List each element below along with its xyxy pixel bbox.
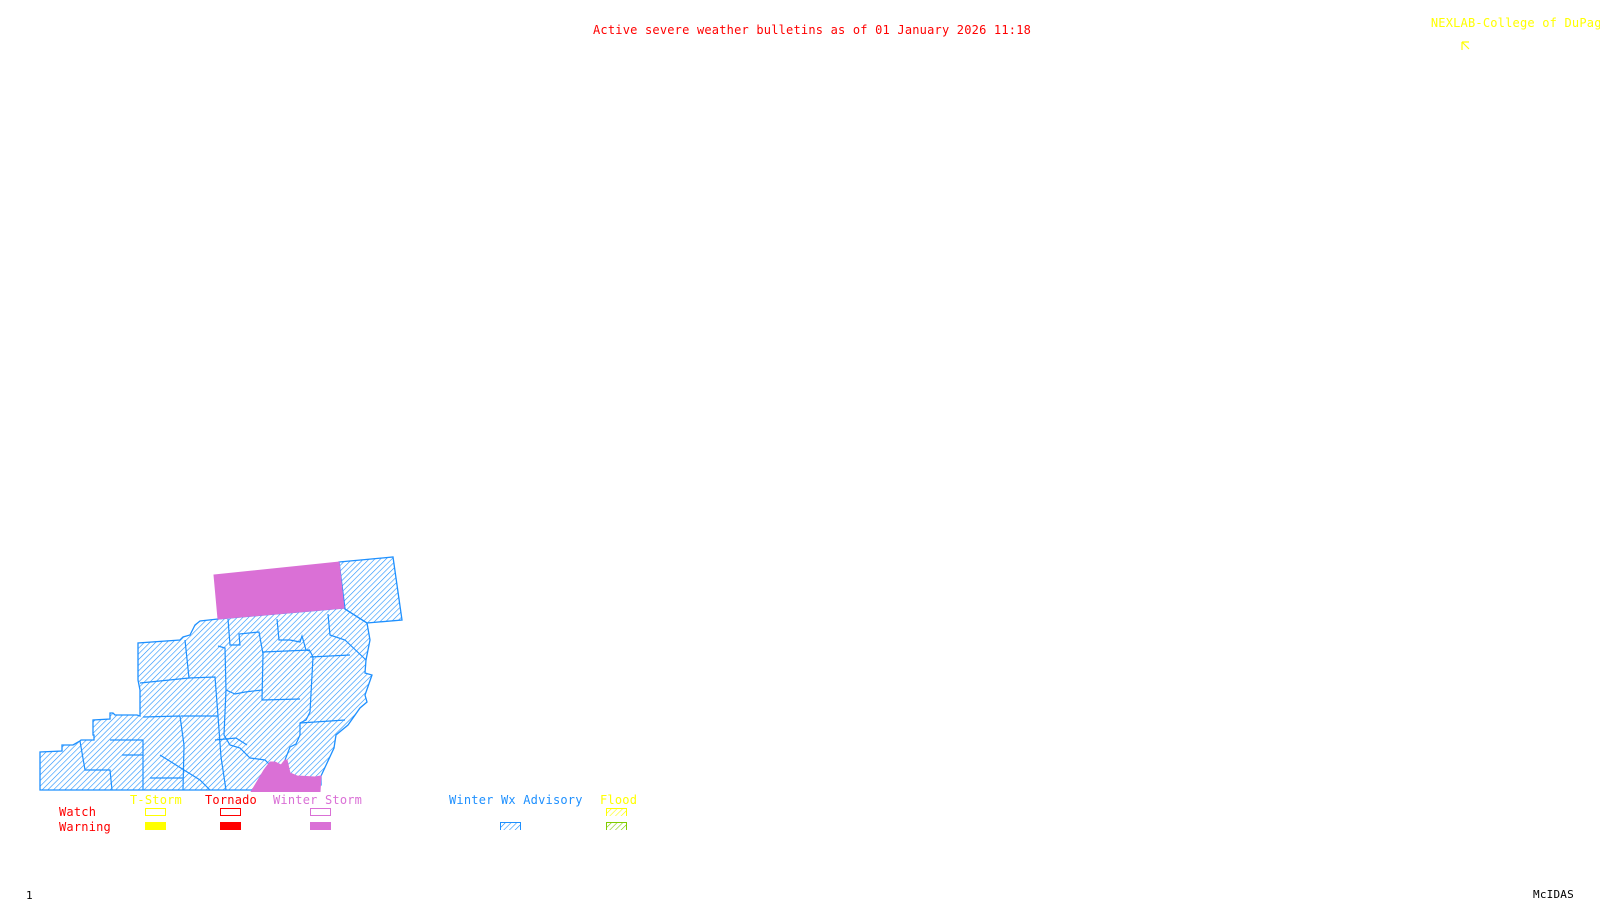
frame-number: 1 <box>26 889 33 902</box>
credit-text: NEXLAB-College of DuPage <box>1430 16 1600 30</box>
legend-swatch-tstorm-watch <box>145 808 166 816</box>
advisory-area-ne <box>338 556 403 624</box>
legend-header-tstorm: T-Storm <box>130 793 182 807</box>
legend-header-winter-wx-advisory: Winter Wx Advisory <box>449 793 583 807</box>
software-label: McIDAS <box>1533 888 1574 901</box>
legend-swatch-tstorm-warning <box>145 822 166 830</box>
legend-swatch-winter-storm-watch <box>310 808 331 816</box>
map-title: Active severe weather bulletins as of 01… <box>593 23 1032 37</box>
credit-label: NEXLAB-College of DuPage <box>1416 5 1600 64</box>
advisory-region <box>39 556 403 791</box>
legend-swatch-tornado-warning <box>220 822 241 830</box>
legend-swatch-flood-watch <box>606 808 627 816</box>
legend-swatch-tornado-watch <box>220 808 241 816</box>
legend-swatch-winter-wx-advisory <box>500 822 521 830</box>
legend-header-winter-storm: Winter Storm <box>273 793 363 807</box>
advisory-area-main <box>39 607 373 791</box>
legend-row-watch: Watch <box>59 805 97 819</box>
winter-storm-area-south <box>250 759 322 792</box>
legend-swatch-flood-warning <box>606 822 627 830</box>
county-lines <box>79 613 367 791</box>
legend-row-warning: Warning <box>59 820 111 834</box>
cursor-arrow-icon <box>1431 29 1469 50</box>
winter-storm-area-north <box>213 561 345 620</box>
legend-header-flood: Flood <box>600 793 638 807</box>
winter-storm-warning-region <box>213 561 345 792</box>
legend-header-tornado: Tornado <box>205 793 257 807</box>
legend-swatch-winter-storm-warning <box>310 822 331 830</box>
